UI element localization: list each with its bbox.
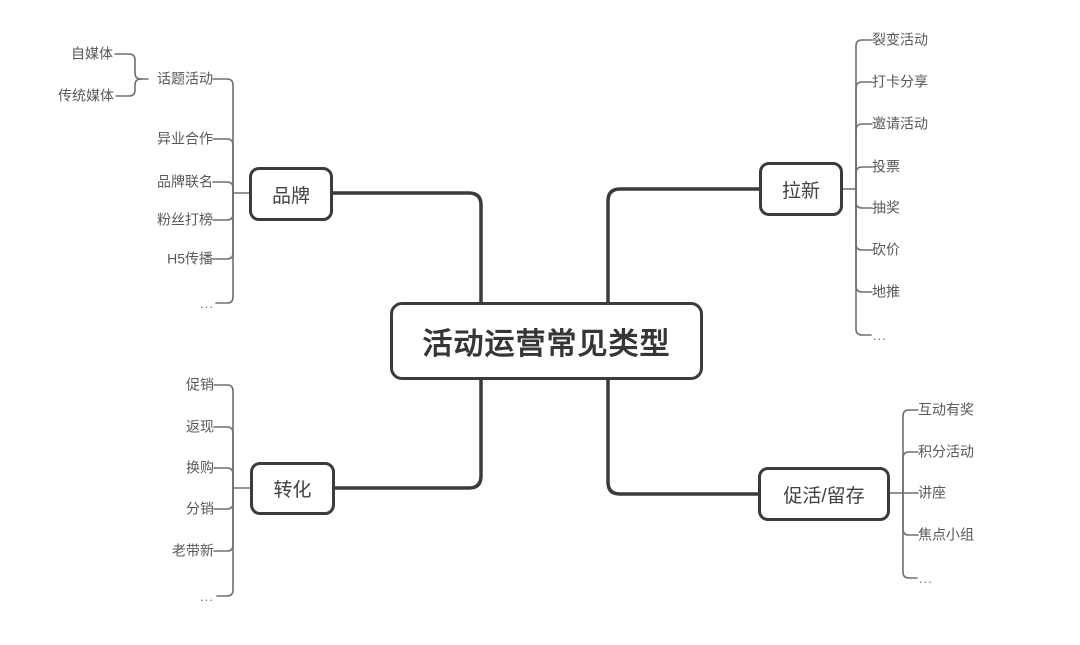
subleaf-item[interactable]: 自媒体 [71,45,113,62]
edge-leaf [212,192,234,260]
edge-leaf [902,451,919,494]
edge-leaf [855,188,873,293]
branch-node-label: 拉新 [781,180,820,202]
edge-root-retention [606,377,761,496]
edge-leaf [213,426,234,489]
edge-subleaf [114,53,142,80]
edge-leaf [212,138,234,194]
leaf-item[interactable]: 投票 [872,158,900,175]
edge-root-acquisition [606,187,761,305]
leaf-item[interactable]: 异业合作 [157,130,213,147]
leaf-item[interactable]: 话题活动 [157,70,213,87]
root-node[interactable]: 活动运营常见类型 [390,302,703,380]
leaf-item-more[interactable]: ... [200,589,214,605]
leaf-item[interactable]: 粉丝打榜 [157,211,213,228]
edge-subleaf [115,78,142,97]
leaf-item-more[interactable]: ... [200,296,214,312]
branch-node-label: 品牌 [271,185,310,207]
leaf-item[interactable]: 讲座 [918,484,946,501]
edge-leaf [855,39,873,190]
edge-leaf [212,181,234,194]
leaf-item[interactable]: 焦点小组 [918,526,974,543]
leaf-item[interactable]: H5传播 [167,250,213,267]
edge-leaf [855,188,872,336]
edge-root-brand [331,191,483,305]
edge-leaf [902,492,919,536]
leaf-item[interactable]: 返现 [186,418,214,435]
leaf-item[interactable]: 地推 [872,283,900,300]
leaf-item[interactable]: 老带新 [172,542,214,559]
edge-leaf [213,487,234,552]
edge-leaf [212,78,234,194]
branch-node-retention[interactable]: 促活/留存 [758,467,890,521]
leaf-item[interactable]: 打卡分享 [872,73,928,90]
edge-root-conversion [333,377,483,490]
leaf-item[interactable]: 邀请活动 [872,115,928,132]
branch-node-conversion[interactable]: 转化 [250,462,335,515]
leaf-item[interactable]: 积分活动 [918,443,974,460]
leaf-item[interactable]: 换购 [186,459,214,476]
leaf-item[interactable]: 裂变活动 [872,31,928,48]
edge-leaf [855,166,873,190]
leaf-item-more[interactable]: ... [873,328,887,344]
edge-leaf [902,492,918,579]
branch-node-label: 促活/留存 [783,485,865,507]
edge-leaf [855,188,873,209]
subleaf-item[interactable]: 传统媒体 [58,87,114,104]
edge-leaf [855,123,873,190]
edge-leaf [215,192,234,304]
edge-leaf [855,81,873,190]
edge-leaf [213,384,234,489]
edge-leaf [902,409,919,494]
leaf-item[interactable]: 品牌联名 [157,173,213,190]
leaf-item[interactable]: 砍价 [872,241,900,258]
leaf-item[interactable]: 抽奖 [872,199,900,216]
leaf-item-more[interactable]: ... [919,571,933,587]
edge-leaf [213,487,234,510]
branch-node-label: 转化 [273,480,312,501]
leaf-item[interactable]: 互动有奖 [918,401,974,418]
leaf-item[interactable]: 分销 [186,500,214,517]
leaf-item[interactable]: 促销 [186,376,214,393]
edge-leaf [855,188,873,251]
edge-leaf [212,192,234,221]
root-node-label: 活动运营常见类型 [422,328,671,361]
branch-node-brand[interactable]: 品牌 [249,167,333,221]
edge-leaf [216,487,234,597]
edge-leaf [213,467,234,489]
branch-node-acquisition[interactable]: 拉新 [759,162,843,216]
